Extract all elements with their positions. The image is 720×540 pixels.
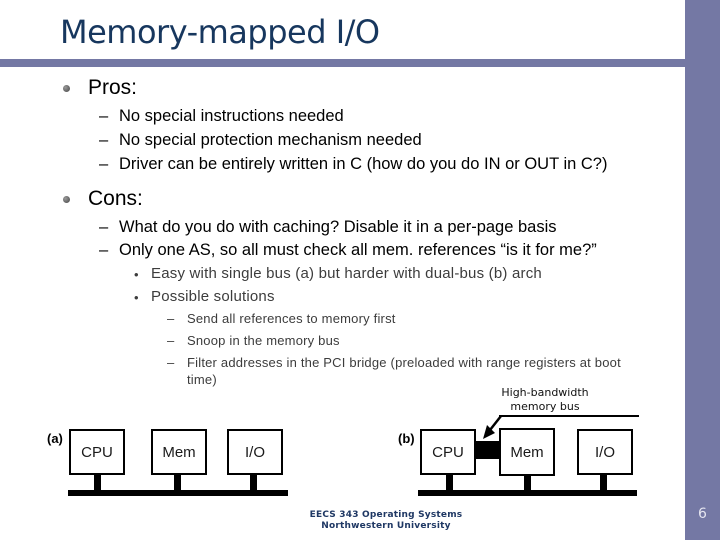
bus-stem [446, 475, 453, 490]
pros-item-1: No special instructions needed [119, 107, 344, 125]
pros-item-3: Driver can be entirely written in C (how… [119, 155, 608, 173]
cons-item-1: What do you do with caching? Disable it … [119, 218, 557, 236]
solution-item-2: Snoop in the memory bus [187, 333, 340, 348]
page-title: Memory-mapped I/O [60, 13, 380, 51]
pros-heading-row: Pros: [63, 76, 137, 100]
round-bullet-icon [63, 85, 70, 92]
footer: EECS 343 Operating Systems Northwestern … [250, 510, 522, 532]
dash-marker: – [99, 241, 109, 259]
list-item: – What do you do with caching? Disable i… [99, 216, 674, 239]
bus-stem [600, 475, 607, 490]
cons-heading-row: Cons: [63, 187, 143, 211]
diagram-b-cpu-box: CPU [420, 429, 476, 475]
bus-callout-line2: memory bus [510, 400, 580, 413]
accent-side-band [685, 0, 720, 540]
list-item: – No special instructions needed [99, 105, 674, 128]
diagram-b-io-box: I/O [577, 429, 633, 475]
diagram-a-mem-box: Mem [151, 429, 207, 475]
bullet-marker: • [134, 290, 139, 305]
page-number: 6 [698, 506, 707, 522]
down-left-arrow-icon [483, 415, 502, 439]
diagram-b-mem-box: Mem [499, 428, 555, 476]
dash-marker: – [99, 131, 109, 149]
cons-item-2: Only one AS, so all must check all mem. … [119, 241, 597, 259]
list-item: • Possible solutions [134, 286, 674, 309]
footer-university: Northwestern University [321, 521, 451, 531]
io-box-label: I/O [594, 443, 615, 461]
solution-item-3: Filter addresses in the PCI bridge (prel… [187, 355, 621, 387]
bus-stem [174, 475, 181, 490]
sub-item-1: Easy with single bus (a) but harder with… [151, 265, 542, 282]
diagram-a-io-box: I/O [227, 429, 283, 475]
footer-course: EECS 343 Operating Systems [309, 510, 463, 520]
cons-heading: Cons: [88, 187, 143, 210]
dash-marker: – [167, 333, 175, 348]
bullet-marker: • [134, 267, 139, 282]
pros-item-2: No special protection mechanism needed [119, 131, 422, 149]
sub-item-2: Possible solutions [151, 288, 275, 305]
list-item: • Easy with single bus (a) but harder wi… [134, 263, 674, 286]
bus-stem [250, 475, 257, 490]
diagram-a-bus-bar [68, 490, 288, 496]
list-item: – Driver can be entirely written in C (h… [99, 153, 674, 176]
list-item: – Send all references to memory first [167, 310, 645, 327]
title-underline-rule [0, 59, 720, 67]
diagram-a-label: (a) [47, 431, 63, 446]
mem-box-label: Mem [510, 443, 544, 461]
list-item: – No special protection mechanism needed [99, 129, 674, 152]
bus-stem [94, 475, 101, 490]
solution-item-1: Send all references to memory first [187, 311, 396, 326]
cpu-box-label: CPU [81, 443, 113, 461]
bus-stem [524, 475, 531, 490]
round-bullet-icon [63, 196, 70, 203]
list-item: – Filter addresses in the PCI bridge (pr… [167, 354, 645, 388]
callout-pointer-line [499, 415, 639, 417]
bus-callout-line1: High-bandwidth [501, 386, 589, 399]
io-box-label: I/O [244, 443, 265, 461]
cpu-box-label: CPU [432, 443, 464, 461]
dash-marker: – [99, 218, 109, 236]
diagram-b-label: (b) [398, 431, 415, 446]
dash-marker: – [167, 355, 175, 370]
cpu-mem-connector [476, 441, 499, 459]
pros-heading: Pros: [88, 76, 138, 99]
dash-marker: – [99, 107, 109, 125]
diagram-a-cpu-box: CPU [69, 429, 125, 475]
mem-box-label: Mem [162, 443, 196, 461]
list-item: – Only one AS, so all must check all mem… [99, 239, 674, 262]
bus-callout-label: High-bandwidth memory bus [479, 386, 611, 414]
dash-marker: – [99, 155, 109, 173]
dash-marker: – [167, 311, 175, 326]
list-item: – Snoop in the memory bus [167, 332, 645, 349]
diagram-b-bus-bar [418, 490, 637, 496]
